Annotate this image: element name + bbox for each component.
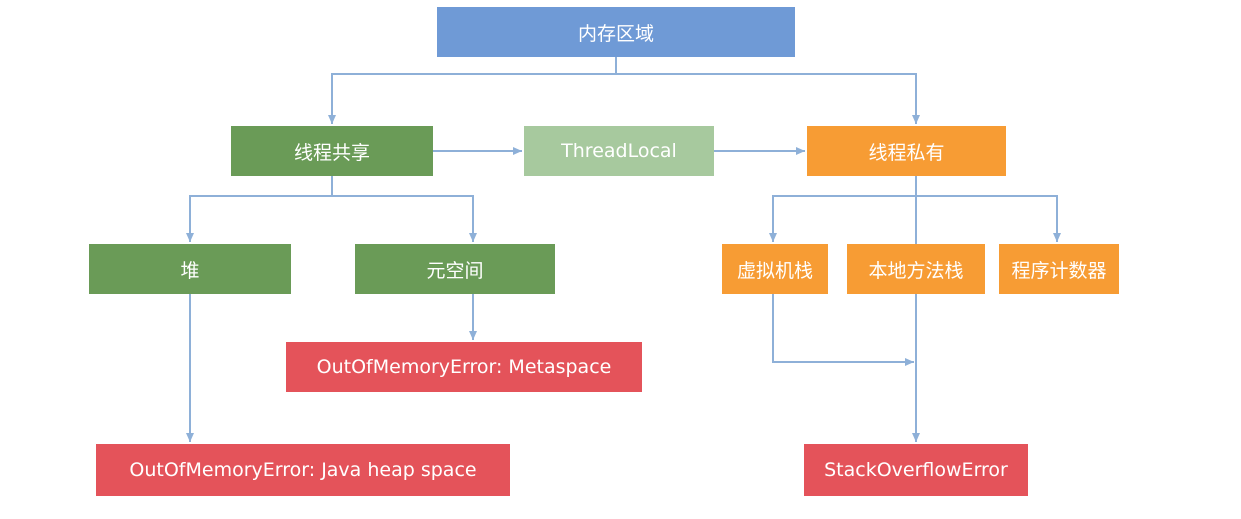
node-thread-private: 线程私有 [807, 126, 1006, 176]
node-metaspace: 元空间 [355, 244, 555, 294]
edge-shared-to-heap [186, 176, 333, 242]
edge-root-to-shared [328, 57, 617, 124]
node-native-method-stack: 本地方法栈 [847, 244, 985, 294]
node-program-counter: 程序计数器 [999, 244, 1119, 294]
node-threadlocal: ThreadLocal [524, 126, 714, 176]
node-heap: 堆 [89, 244, 291, 294]
node-vm-stack: 虚拟机栈 [722, 244, 828, 294]
edge-private-to-vm-stack [769, 195, 916, 242]
edge-shared-to-metaspace [332, 195, 477, 242]
node-oom-heap: OutOfMemoryError: Java heap space [96, 444, 510, 496]
edge-root-to-private [616, 73, 920, 124]
node-thread-shared: 线程共享 [231, 126, 433, 176]
node-memory-region: 内存区域 [437, 7, 795, 57]
edge-vm-stack-to-stackoverflow [772, 294, 914, 366]
node-stackoverflow-error: StackOverflowError [804, 444, 1028, 496]
edge-private-to-pc [916, 195, 1061, 242]
node-oom-metaspace: OutOfMemoryError: Metaspace [286, 342, 642, 392]
